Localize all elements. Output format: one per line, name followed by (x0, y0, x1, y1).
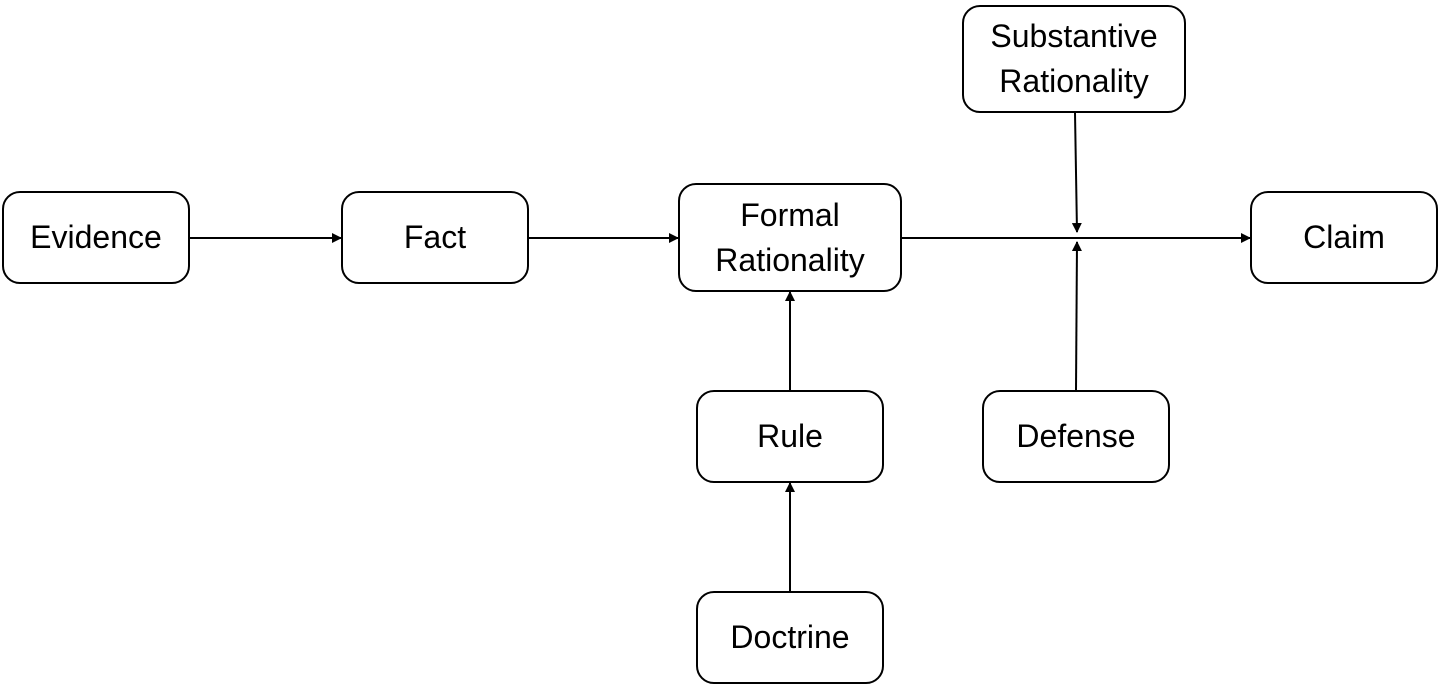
node-formal-rationality: Formal Rationality (678, 183, 902, 292)
node-fact-label: Fact (403, 219, 467, 256)
edge-substantive-rationality-to-main (1071, 112, 1082, 233)
node-evidence: Evidence (2, 191, 190, 284)
node-fact: Fact (341, 191, 529, 284)
node-rule-label: Rule (757, 418, 823, 455)
node-substantive-rationality-label: Substantive Rationality (990, 18, 1158, 99)
node-claim: Claim (1250, 191, 1438, 284)
node-defense-label: Defense (1016, 418, 1136, 455)
node-evidence-label: Evidence (30, 219, 162, 256)
node-rule: Rule (696, 390, 884, 483)
node-substantive-rationality: Substantive Rationality (962, 5, 1186, 113)
node-formal-rationality-label: Formal Rationality (715, 196, 865, 278)
node-defense: Defense (982, 390, 1170, 483)
node-doctrine-label: Doctrine (730, 619, 850, 656)
node-doctrine: Doctrine (696, 591, 884, 684)
node-claim-label: Claim (1303, 219, 1385, 256)
edge-defense-to-main (1071, 241, 1082, 391)
